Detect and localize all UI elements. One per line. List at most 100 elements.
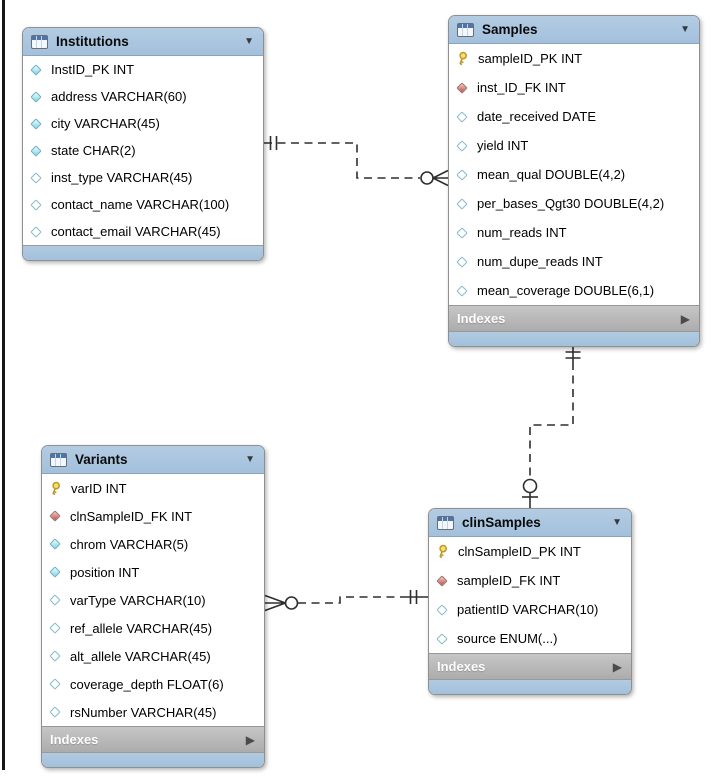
relationship-clinsamples-variants[interactable] — [264, 590, 428, 612]
table-row[interactable]: InstID_PK INT — [23, 56, 263, 83]
table-row[interactable]: varID INT — [42, 474, 264, 502]
table-row[interactable]: contact_name VARCHAR(100) — [23, 191, 263, 218]
table-bottom-strip — [449, 331, 699, 346]
column-label: sampleID_PK INT — [478, 51, 583, 66]
table-row[interactable]: clnSampleID_FK INT — [42, 502, 264, 530]
table-row[interactable]: sampleID_FK INT — [429, 566, 631, 595]
table-row[interactable]: inst_ID_FK INT — [449, 73, 699, 102]
relationship-samples-clinsamples[interactable] — [522, 347, 581, 508]
column-label: mean_coverage DOUBLE(6,1) — [477, 283, 655, 298]
primary-key-icon — [436, 544, 450, 559]
cardinality-one-mandatory-icon — [565, 351, 581, 359]
chevron-down-icon[interactable]: ▼ — [245, 453, 255, 465]
chevron-down-icon[interactable]: ▼ — [612, 516, 622, 528]
nullable-diamond-icon — [49, 706, 61, 718]
table-title: Samples — [482, 22, 538, 37]
table-row[interactable]: num_reads INT — [449, 218, 699, 247]
nullable-diamond-icon — [49, 678, 61, 690]
table-row[interactable]: varType VARCHAR(10) — [42, 586, 264, 614]
relationship-line[interactable] — [298, 596, 404, 604]
table-title: clinSamples — [462, 515, 541, 530]
column-label: yield INT — [477, 138, 529, 153]
table-variants-header[interactable]: Variants ▼ — [42, 446, 264, 474]
table-row[interactable]: coverage_depth FLOAT(6) — [42, 670, 264, 698]
foreign-key-diamond-icon — [49, 510, 61, 522]
indexes-label: Indexes — [50, 732, 99, 747]
table-icon — [437, 515, 454, 530]
relationship-institutions-samples[interactable] — [264, 136, 449, 187]
canvas-frame-line — [2, 0, 5, 770]
chevron-down-icon[interactable]: ▼ — [680, 23, 690, 35]
column-label: source ENUM(...) — [457, 631, 558, 646]
primary-key-icon — [456, 51, 470, 66]
relationship-line[interactable] — [529, 362, 574, 479]
table-row[interactable]: yield INT — [449, 131, 699, 160]
table-row[interactable]: num_dupe_reads INT — [449, 247, 699, 276]
table-institutions[interactable]: Institutions ▼ InstID_PK INT address VAR… — [22, 27, 264, 261]
table-row[interactable]: alt_allele VARCHAR(45) — [42, 642, 264, 670]
column-label: date_received DATE — [477, 109, 596, 124]
table-bottom-strip — [23, 245, 263, 260]
indexes-section[interactable]: Indexes ▶ — [429, 653, 631, 679]
table-samples[interactable]: Samples ▼ sampleID_PK INT inst_ID_FK INT… — [448, 15, 700, 347]
table-row[interactable]: rsNumber VARCHAR(45) — [42, 698, 264, 726]
nullable-diamond-icon — [30, 198, 42, 211]
expand-right-icon[interactable]: ▶ — [680, 311, 690, 326]
indexes-section[interactable]: Indexes ▶ — [449, 305, 699, 331]
table-row[interactable]: city VARCHAR(45) — [23, 110, 263, 137]
expand-right-icon[interactable]: ▶ — [245, 732, 255, 747]
nullable-diamond-icon — [456, 226, 468, 239]
primary-key-icon — [49, 481, 63, 496]
cardinality-zero-icon — [420, 171, 434, 185]
notnull-diamond-icon — [30, 90, 42, 103]
cardinality-zero-icon — [522, 478, 538, 494]
nullable-diamond-icon — [30, 171, 42, 184]
indexes-label: Indexes — [457, 311, 506, 326]
chevron-down-icon[interactable]: ▼ — [244, 35, 254, 47]
notnull-diamond-icon — [49, 566, 61, 578]
table-row[interactable]: inst_type VARCHAR(45) — [23, 164, 263, 191]
cardinality-one-mandatory-icon — [269, 136, 278, 150]
nullable-diamond-icon — [436, 632, 448, 645]
table-clinsamples[interactable]: clinSamples ▼ clnSampleID_PK INT sampleI… — [428, 508, 632, 695]
table-samples-header[interactable]: Samples ▼ — [449, 16, 699, 44]
expand-right-icon[interactable]: ▶ — [612, 659, 622, 674]
column-label: mean_qual DOUBLE(4,2) — [477, 167, 626, 182]
table-row[interactable]: sampleID_PK INT — [449, 44, 699, 73]
cardinality-many-crowfoot-icon — [432, 169, 449, 187]
table-row[interactable]: mean_qual DOUBLE(4,2) — [449, 160, 699, 189]
indexes-section[interactable]: Indexes ▶ — [42, 726, 264, 752]
column-label: chrom VARCHAR(5) — [70, 536, 189, 552]
table-row[interactable]: position INT — [42, 558, 264, 586]
cardinality-zero-icon — [284, 596, 299, 610]
table-row[interactable]: chrom VARCHAR(5) — [42, 530, 264, 558]
relationship-line[interactable] — [264, 142, 420, 179]
table-row[interactable]: contact_email VARCHAR(45) — [23, 218, 263, 245]
table-row[interactable]: mean_coverage DOUBLE(6,1) — [449, 276, 699, 305]
table-row[interactable]: patientID VARCHAR(10) — [429, 595, 631, 624]
column-label: inst_type VARCHAR(45) — [51, 170, 193, 185]
column-label: address VARCHAR(60) — [51, 89, 187, 104]
table-row[interactable]: state CHAR(2) — [23, 137, 263, 164]
table-clinsamples-header[interactable]: clinSamples ▼ — [429, 509, 631, 537]
column-label: contact_email VARCHAR(45) — [51, 224, 221, 239]
table-icon — [50, 452, 67, 467]
column-label: varID INT — [71, 480, 127, 496]
column-label: num_dupe_reads INT — [477, 254, 603, 269]
column-label: InstID_PK INT — [51, 62, 135, 77]
table-row[interactable]: ref_allele VARCHAR(45) — [42, 614, 264, 642]
table-row[interactable]: per_bases_Qgt30 DOUBLE(4,2) — [449, 189, 699, 218]
column-label: position INT — [70, 564, 140, 580]
table-row[interactable]: source ENUM(...) — [429, 624, 631, 653]
cardinality-many-crowfoot-icon — [264, 594, 286, 612]
table-variants[interactable]: Variants ▼ varID INT clnSampleID_FK INT … — [41, 445, 265, 768]
nullable-diamond-icon — [456, 284, 468, 297]
nullable-diamond-icon — [456, 168, 468, 181]
column-label: per_bases_Qgt30 DOUBLE(4,2) — [477, 196, 665, 211]
table-row[interactable]: address VARCHAR(60) — [23, 83, 263, 110]
table-institutions-header[interactable]: Institutions ▼ — [23, 28, 263, 56]
table-row[interactable]: clnSampleID_PK INT — [429, 537, 631, 566]
column-label: state CHAR(2) — [51, 143, 136, 158]
table-row[interactable]: date_received DATE — [449, 102, 699, 131]
column-label: contact_name VARCHAR(100) — [51, 197, 230, 212]
